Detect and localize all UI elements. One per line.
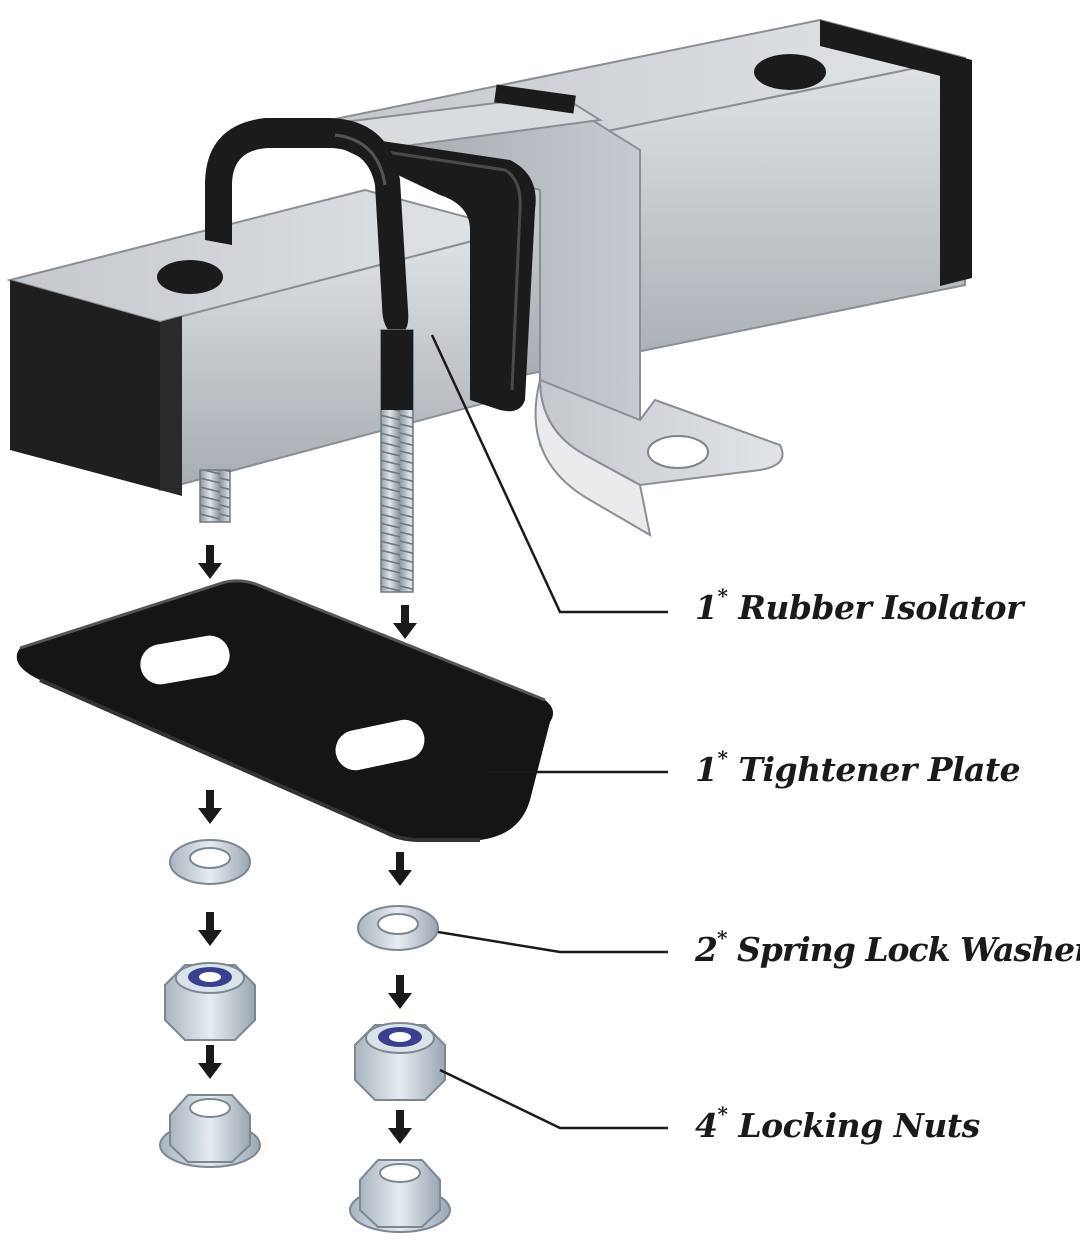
nylon-lock-nut-right [355,1023,445,1100]
nylon-lock-nut-left [165,963,255,1040]
arrow-down-icon [198,790,222,824]
label-locking-nuts: 4* Locking Nuts [695,1106,980,1145]
label-rubber-isolator: 1* Rubber Isolator [695,588,1023,627]
front-pin-hole [157,260,223,294]
arrow-down-icon [393,605,417,639]
arrow-down-icon [388,975,412,1009]
u-bolt-left-thread [200,470,230,522]
spring-lock-washer-right [358,906,438,950]
arrow-down-icon [388,1110,412,1144]
label-spring-lock-washers: 2* Spring Lock Washers [695,930,1080,969]
arrow-down-icon [198,545,222,579]
rear-pin-hole [754,54,826,90]
front-receiver-tube [10,190,515,496]
flange-lock-nut-right [350,1160,450,1232]
tightener-plate-part [17,581,553,840]
label-tightener-plate: 1* Tightener Plate [695,750,1020,789]
arrow-down-icon [388,852,412,886]
leader-spring-lock-washers [438,932,668,952]
arrow-down-icon [198,912,222,946]
bracket-mount-hole [648,436,708,468]
arrow-down-icon [198,1045,222,1079]
leader-locking-nuts [440,1070,668,1128]
flange-lock-nut-left [160,1095,260,1167]
spring-lock-washer-left [170,840,250,884]
